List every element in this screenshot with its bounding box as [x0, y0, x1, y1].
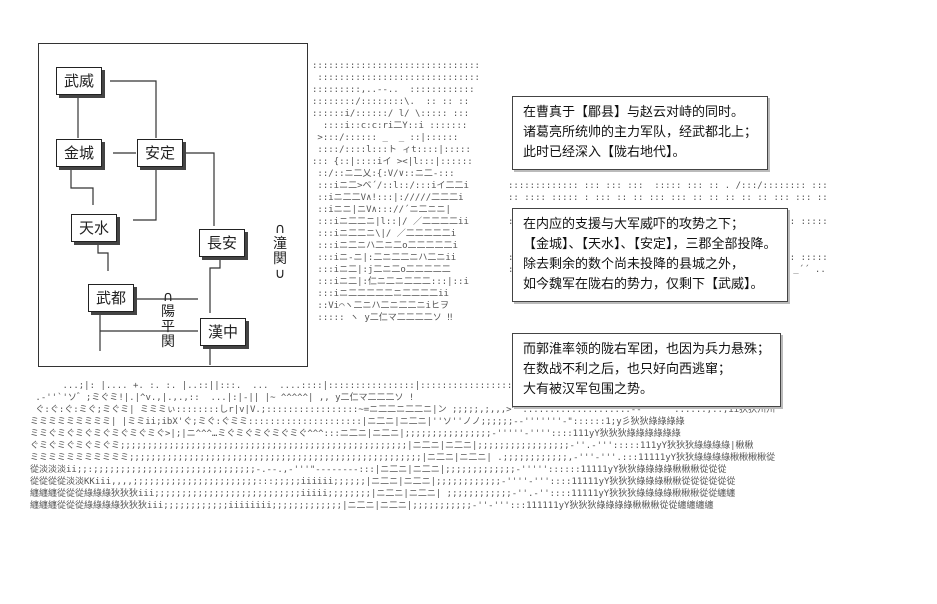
city-anding: 安定	[137, 139, 184, 167]
narration-line: 而郭淮率领的陇右军团，也因为兵力悬殊；	[523, 342, 771, 357]
narration-box-1: 在曹真于【郿县】与赵云对峙的同时。 诸葛亮所统帅的主力军队，经武都北上； 此时已…	[512, 96, 769, 170]
narration-line: 此时已经深入【陇右地代】。	[523, 145, 686, 160]
pass-tongguan: ∩ 潼 関 ∪	[273, 221, 287, 282]
city-hanzhong: 漢中	[200, 318, 247, 346]
narration-line: 【金城】、【天水】、【安定】，三郡全部投降。	[523, 237, 777, 252]
pass-yangpingguan: ∩ 陽 平 関	[161, 289, 175, 350]
narration-line: 诸葛亮所统帅的主力军队，经武都北上；	[523, 125, 758, 140]
narration-box-2: 在内应的支援与大军威吓的攻势之下； 【金城】、【天水】、【安定】，三郡全部投降。…	[512, 208, 788, 302]
city-changan: 長安	[199, 229, 246, 257]
narration-line: 如今魏军在陇右的势力，仅剩下【武威】。	[523, 277, 764, 292]
ascii-art-ground: ...;|: |.... +. :. :. |..::||:::. ... ..…	[30, 381, 776, 511]
city-wudu: 武都	[88, 284, 135, 312]
city-wuwei: 武威	[56, 67, 103, 95]
narration-line: 大有被汉军包围之势。	[523, 382, 654, 397]
narration-box-3: 而郭淮率领的陇右军团，也因为兵力悬殊； 在数战不利之后，也只好向西逃窜； 大有被…	[512, 333, 782, 407]
ascii-art-figure: ::::::::::::::::::::::::::::::: ::::::::…	[312, 61, 480, 323]
city-jincheng: 金城	[56, 139, 103, 167]
city-tianshui: 天水	[71, 214, 118, 242]
narration-line: 在曹真于【郿县】与赵云对峙的同时。	[523, 105, 745, 120]
narration-line: 在内应的支援与大军威吓的攻势之下；	[523, 217, 745, 232]
road-lines	[70, 80, 221, 365]
narration-line: 在数战不利之后，也只好向西逃窜；	[523, 362, 732, 377]
map-frame	[38, 43, 308, 367]
narration-line: 除去剩余的数个尚未投降的县城之外，	[523, 257, 745, 272]
